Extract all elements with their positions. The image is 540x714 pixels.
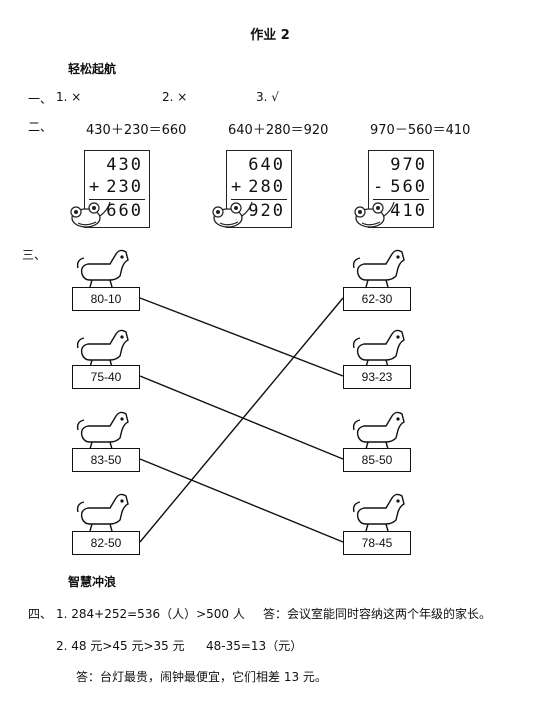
vcalc-3-operator: - — [373, 177, 386, 197]
section-heading-wisdom: 智慧冲浪 — [68, 575, 117, 589]
frog-doodle-icon — [354, 201, 395, 228]
match-line-1 — [139, 297, 344, 377]
vcalc-2-second: 280 — [248, 177, 285, 197]
horse-icon — [352, 493, 405, 532]
q2-label: 二、 — [28, 120, 53, 134]
q3-label: 三、 — [22, 248, 47, 262]
q4-label: 四、 — [28, 607, 53, 621]
vcalc-2-operator: + — [231, 177, 244, 197]
q4-calc-2: 2. 48 元>45 元>35 元 — [56, 639, 185, 653]
q2-equation-3: 970－560＝410 — [370, 123, 471, 138]
match-line-3 — [139, 458, 344, 543]
expression-box-left-1: 80-10 — [72, 287, 140, 311]
match-line-2 — [139, 375, 344, 460]
horse-icon — [352, 329, 405, 368]
vcalc-3-result: 410 — [390, 201, 427, 221]
q1-answer-3: 3. √ — [256, 90, 279, 104]
vcalc-2-rule — [231, 199, 287, 200]
section-heading-easy: 轻松起航 — [68, 62, 117, 76]
expression-box-right-1: 62-30 — [343, 287, 411, 311]
horse-icon — [352, 411, 405, 450]
expression-box-left-2: 75-40 — [72, 365, 140, 389]
horse-icon — [76, 249, 129, 288]
vcalc-3-second: 560 — [390, 177, 427, 197]
vcalc-2-result: 920 — [248, 201, 285, 221]
vcalc-3-rule — [373, 199, 429, 200]
q1-answer-1: 1. × — [56, 90, 82, 104]
expression-box-right-2: 93-23 — [343, 365, 411, 389]
vcalc-1-top: 430 — [106, 155, 143, 175]
horse-icon — [76, 329, 129, 368]
vcalc-1-rule — [89, 199, 145, 200]
q1-answer-2: 2. × — [162, 90, 188, 104]
expression-box-left-4: 82-50 — [72, 531, 140, 555]
vcalc-1-second: 230 — [106, 177, 143, 197]
q4-calc-2b: 48-35=13（元） — [206, 639, 303, 653]
frog-doodle-icon — [70, 201, 111, 228]
expression-box-right-4: 78-45 — [343, 531, 411, 555]
expression-box-right-3: 85-50 — [343, 448, 411, 472]
frog-doodle-icon — [212, 201, 253, 228]
vcalc-1-operator: + — [89, 177, 102, 197]
expression-box-left-3: 83-50 — [72, 448, 140, 472]
vcalc-2-top: 640 — [248, 155, 285, 175]
horse-icon — [76, 493, 129, 532]
q2-equation-2: 640＋280＝920 — [228, 123, 329, 138]
vcalc-1-result: 660 — [106, 201, 143, 221]
vcalc-3-top: 970 — [390, 155, 427, 175]
horse-icon — [352, 249, 405, 288]
horse-icon — [76, 411, 129, 450]
q2-equation-1: 430＋230＝660 — [86, 123, 187, 138]
q4-answer-1: 答：会议室能同时容纳这两个年级的家长。 — [263, 607, 492, 621]
q1-label: 一、 — [28, 92, 53, 106]
q4-calc-1: 1. 284+252=536（人）>500 人 — [56, 607, 245, 621]
page-title: 作业 2 — [250, 28, 290, 43]
match-line-4 — [139, 297, 344, 543]
q4-answer-2: 答：台灯最贵，闹钟最便宜，它们相差 13 元。 — [76, 670, 327, 684]
